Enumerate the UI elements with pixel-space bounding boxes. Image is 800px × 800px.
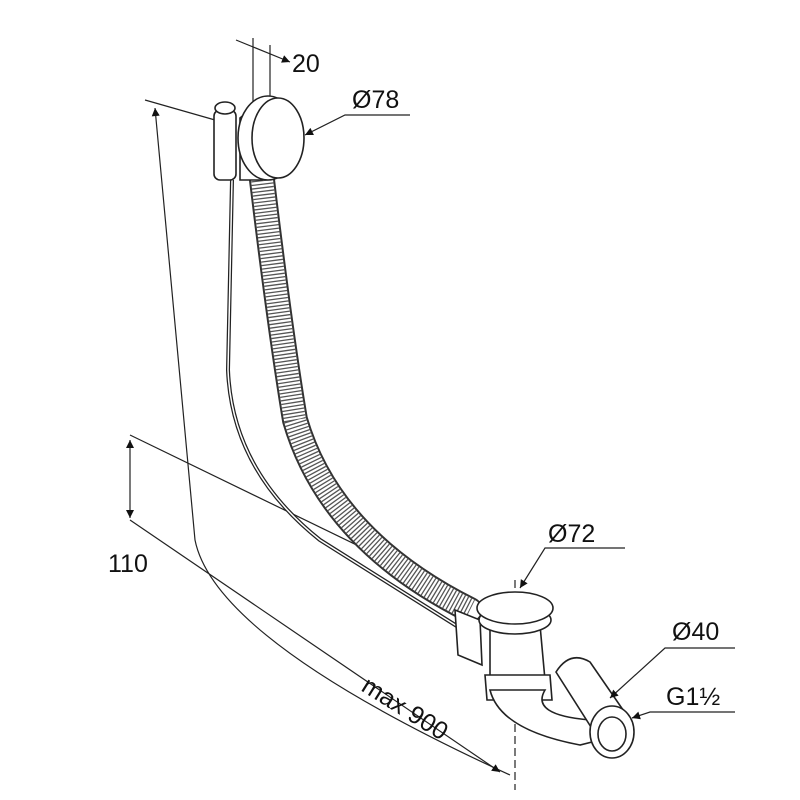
overflow-depth-arrow xyxy=(235,39,291,63)
flexible-hose xyxy=(249,167,483,623)
overflow-diameter-label: Ø78 xyxy=(352,86,399,114)
height-label: 110 xyxy=(108,550,148,578)
outlet-diameter-label: Ø40 xyxy=(672,618,719,646)
dimension-lines xyxy=(126,38,516,790)
bowden-cable-core xyxy=(227,179,461,629)
overflow-fitting xyxy=(213,95,305,181)
overflow-depth-label: 20 xyxy=(292,50,320,78)
drain-diameter-label: Ø72 xyxy=(548,520,595,548)
bath-height-curve xyxy=(151,107,511,776)
outlet-thread-label: G1½ xyxy=(666,683,720,711)
length-label: max 900 xyxy=(357,671,453,746)
drain-cover xyxy=(476,591,554,625)
leaders xyxy=(304,114,735,720)
length-dimension-line xyxy=(129,519,501,773)
drain-assembly xyxy=(454,591,635,759)
overflow-extension-line xyxy=(144,99,216,121)
